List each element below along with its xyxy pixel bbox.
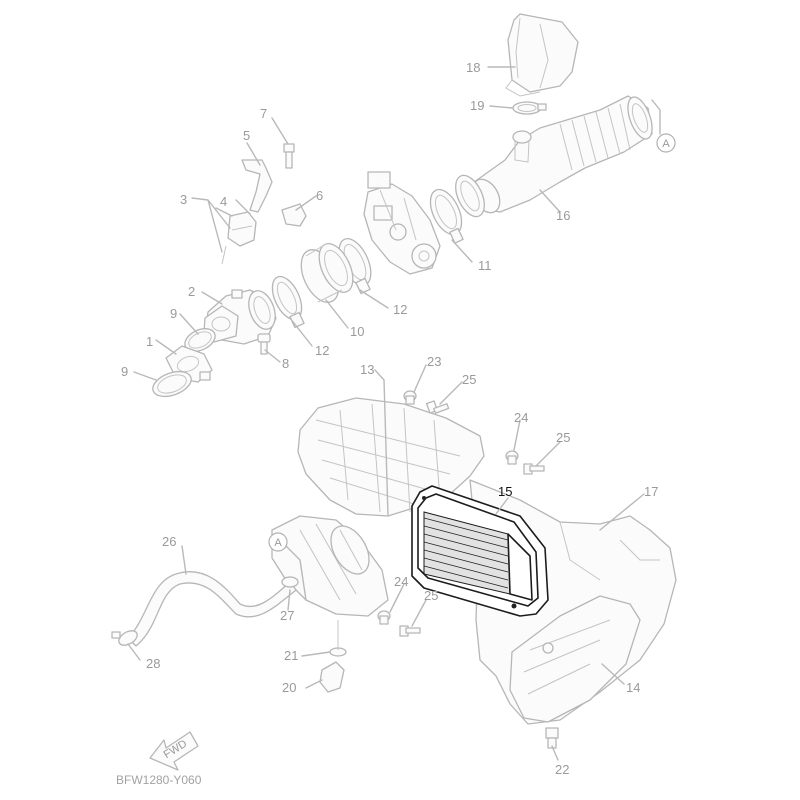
callout-1: 1 (146, 334, 153, 349)
callout-9b: 9 (121, 364, 128, 379)
part-20-drain-plug[interactable] (319, 661, 345, 693)
part-25-bolt-lower[interactable] (399, 625, 421, 637)
part-23-collar[interactable] (403, 390, 417, 405)
part-7-screw[interactable] (283, 143, 295, 169)
callout-17: 17 (644, 484, 658, 499)
svg-text:A: A (274, 537, 282, 549)
part-24-collar-upper[interactable] (505, 450, 519, 465)
part-27-clip[interactable] (281, 576, 299, 588)
callout-12a: 12 (393, 302, 407, 317)
part-22-drain-bolt[interactable] (545, 727, 559, 749)
part-25-bolt-mid[interactable] (523, 463, 545, 475)
callout-20: 20 (282, 680, 296, 695)
callout-24b: 24 (394, 574, 408, 589)
part-6-bracket[interactable] (281, 203, 307, 227)
throttle-body (363, 171, 441, 275)
callout-14: 14 (626, 680, 640, 695)
callout-7: 7 (260, 106, 267, 121)
callout-27: 27 (280, 608, 294, 623)
part-8-bolt[interactable] (257, 333, 271, 355)
callout-12b: 12 (315, 343, 329, 358)
part-19-clamp[interactable] (512, 101, 547, 115)
part-21-clip[interactable] (329, 620, 347, 657)
callout-25a: 25 (462, 372, 476, 387)
part-15-air-filter[interactable] (411, 485, 549, 617)
callout-labels: 18 19 16 11 12 10 12 8 7 5 6 3 4 2 9 1 9… (121, 60, 658, 777)
ref-marker-a-left: A (268, 532, 288, 552)
callout-18: 18 (466, 60, 480, 75)
part-11-clamp[interactable] (424, 185, 468, 244)
part-9-oring-lower[interactable] (149, 367, 194, 401)
part-4-injector[interactable] (221, 211, 257, 265)
callout-10: 10 (350, 324, 364, 339)
callout-25c: 25 (424, 588, 438, 603)
callout-2: 2 (188, 284, 195, 299)
callout-16: 16 (556, 208, 570, 223)
air-box-lower (271, 515, 389, 617)
callout-28: 28 (146, 656, 160, 671)
callout-13: 13 (360, 362, 374, 377)
part-16-ring[interactable] (450, 171, 490, 221)
callout-25b: 25 (556, 430, 570, 445)
callout-4: 4 (220, 194, 227, 209)
part-28-clip[interactable] (111, 628, 140, 648)
leader-lines (127, 66, 661, 761)
svg-text:A: A (662, 138, 670, 150)
callout-11: 11 (478, 258, 492, 273)
callout-22: 22 (555, 762, 569, 777)
callout-5: 5 (243, 128, 250, 143)
callout-24a: 24 (514, 410, 528, 425)
part-16-intake-duct[interactable] (467, 94, 657, 218)
part-14-case-bottom[interactable] (509, 595, 641, 723)
callout-21: 21 (284, 648, 298, 663)
part-18-intake-cover[interactable] (505, 13, 579, 97)
callout-23: 23 (427, 354, 441, 369)
part-13-case-cover[interactable] (297, 397, 485, 517)
part-24-collar-lower[interactable] (377, 610, 391, 625)
ref-marker-a-right: A (656, 133, 676, 153)
part-10-joint[interactable] (294, 239, 360, 309)
callout-6: 6 (316, 188, 323, 203)
callout-8: 8 (282, 356, 289, 371)
part-26-breather-hose[interactable] (127, 571, 297, 647)
callout-26: 26 (162, 534, 176, 549)
callout-3: 3 (180, 192, 187, 207)
callout-19: 19 (470, 98, 484, 113)
part-5-pipe[interactable] (241, 159, 273, 213)
callout-15: 15 (498, 484, 512, 499)
fwd-arrow-icon: FWD (149, 731, 199, 771)
part-25-bolt-upper[interactable] (425, 400, 450, 414)
callout-9a: 9 (170, 306, 177, 321)
diagram-code: BFW1280-Y060 (116, 773, 202, 787)
